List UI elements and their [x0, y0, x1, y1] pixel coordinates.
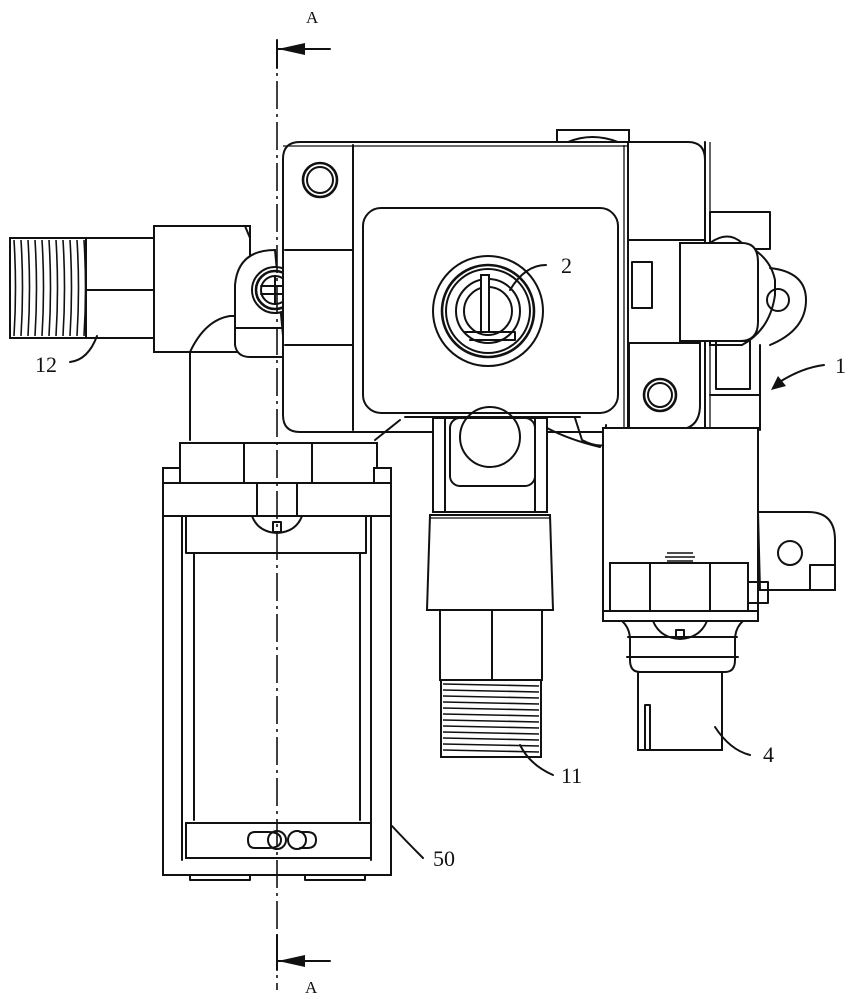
valve-body — [282, 129, 711, 433]
bottom-outlet-fitting — [425, 406, 555, 758]
section-arrow-bottom — [277, 955, 331, 967]
callout-12: 11 — [519, 744, 582, 788]
callout-2: 2 — [509, 253, 572, 291]
ref-label-11: 12 — [35, 352, 57, 377]
callout-11: 12 — [35, 335, 98, 377]
ref-label-50: 50 — [433, 846, 455, 871]
section-label-top: A — [306, 8, 319, 27]
right-lower-body — [602, 427, 836, 622]
section-line-a: A A — [276, 8, 331, 997]
right-flange — [679, 211, 807, 431]
callout-1: 1 — [771, 353, 846, 390]
section-arrow-top — [277, 43, 331, 55]
ref-label-4: 4 — [763, 742, 774, 767]
callout-4: 4 — [714, 726, 774, 767]
section-label-bottom: A — [305, 978, 318, 997]
callout-50: 50 — [391, 825, 455, 871]
left-thread — [9, 237, 87, 339]
connector — [619, 620, 746, 751]
bottom-thread — [440, 679, 542, 758]
center-knob — [432, 255, 544, 367]
ref-label-12: 11 — [561, 763, 582, 788]
left-inlet-fitting — [9, 225, 251, 353]
ref-label-2: 2 — [561, 253, 572, 278]
ref-label-1: 1 — [835, 353, 846, 378]
